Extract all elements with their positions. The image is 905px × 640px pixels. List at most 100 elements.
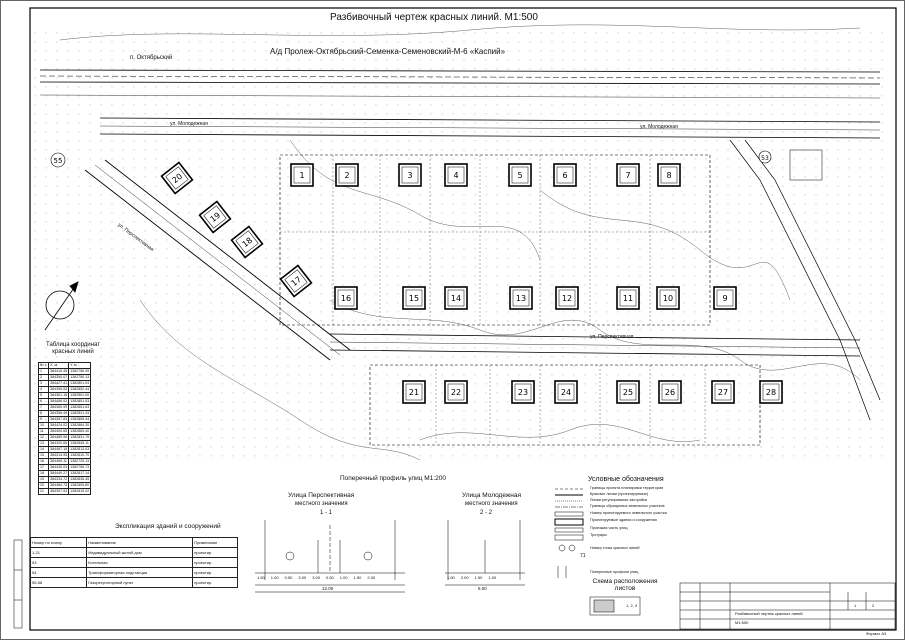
table-header-cell: Наименование xyxy=(86,537,194,548)
lot-number: 3 xyxy=(407,171,412,180)
perspektivnaya-diagonal xyxy=(84,159,351,361)
table-cell: 384487.15 xyxy=(48,446,70,453)
lot-19: 19 xyxy=(198,200,232,234)
lot-12: 12 xyxy=(555,286,579,310)
road-label: А/д Пролеж-Октябрьский-Семенка-Семеновск… xyxy=(270,47,506,56)
profile-right-section: 2 - 2 xyxy=(480,510,493,516)
explication-title: Экспликация зданий и сооружений xyxy=(115,523,221,530)
lot-9: 9 xyxy=(713,286,737,310)
layout-scheme-title: Схема расположения листов xyxy=(592,578,658,592)
lot-2: 2 xyxy=(335,163,359,187)
profile-left-name: Улица Перспективная xyxy=(288,492,355,499)
molodezhnaya-street xyxy=(99,117,881,139)
table-cell: 384307.93 xyxy=(48,488,70,495)
table-cell: 1382813.03 xyxy=(68,446,92,453)
table-cell: 1382835.45 xyxy=(68,476,92,483)
svg-text:53: 53 xyxy=(761,155,769,162)
table-cell: 384424.02 xyxy=(48,422,70,429)
table-cell: 55-58 xyxy=(29,577,88,588)
lot-number: 27 xyxy=(718,388,728,397)
table-cell: 1382831.79 xyxy=(68,434,92,441)
lot-18: 18 xyxy=(230,225,264,259)
table-cell: 1382865.40 xyxy=(68,428,92,435)
table-cell: проектир. xyxy=(192,557,238,568)
lot-27: 27 xyxy=(711,380,735,404)
right-road xyxy=(729,139,881,421)
lot-10: 10 xyxy=(656,286,680,310)
table-cell: 384350.53 xyxy=(48,386,70,393)
lot-number: 6 xyxy=(562,171,567,180)
lot-number: 1 xyxy=(299,171,304,180)
dimension-label: 1.00 xyxy=(270,575,279,580)
lot-7: 7 xyxy=(616,163,640,187)
legend-item: Номер точки красных линий xyxy=(590,546,640,550)
table-cell: 1382851.53 xyxy=(68,398,92,405)
dimension-label: 1.50 xyxy=(353,575,362,580)
legend-title: Условные обозначения xyxy=(588,476,664,483)
lot-number: 11 xyxy=(623,294,633,303)
blocks xyxy=(279,154,761,446)
table-cell: 1382831.43 xyxy=(68,410,92,417)
table-cell: 384361.16 xyxy=(48,392,70,399)
legend-item: Поперечные профили улиц xyxy=(590,570,639,574)
stamp-format: Формат А3 xyxy=(866,631,887,636)
legend-item: Границы проекта планировки территории xyxy=(590,486,664,490)
coords-table-title: Таблица координат красных линий xyxy=(46,342,100,355)
table-cell: 1382756.39 xyxy=(68,368,92,375)
street-label-perspektivnaya-mid: ул. Перспективная xyxy=(590,334,634,340)
table-cell: 1382801.00 xyxy=(68,392,92,399)
table-cell: Трансформаторная подстанция xyxy=(86,567,194,578)
lot-number: 22 xyxy=(451,388,461,397)
table-cell: 384360.99 xyxy=(48,404,70,411)
lot-21: 21 xyxy=(402,380,426,404)
lot-number: 23 xyxy=(518,388,528,397)
svg-text:55: 55 xyxy=(54,157,63,165)
table-cell: 384456.02 xyxy=(48,398,70,405)
lot-14: 14 xyxy=(444,286,468,310)
lot-number: 10 xyxy=(663,294,673,303)
table-cell: 1382756.73 xyxy=(68,464,92,471)
legend-item: Границы образуемых земельных участков xyxy=(590,504,665,508)
lot-number: 25 xyxy=(623,388,633,397)
table-cell: 384356.49 xyxy=(48,410,70,417)
table-cell: 1382750.13 xyxy=(68,374,92,381)
lot-22: 22 xyxy=(444,380,468,404)
dimension-label: 1.50 xyxy=(447,575,455,580)
street-label-molodezhnaya-right: ул. Молодежная xyxy=(640,124,678,130)
lot-25: 25 xyxy=(616,380,640,404)
table-cell: 1382852.44 xyxy=(68,386,92,393)
main-road xyxy=(39,69,881,99)
drawing-title: Разбивочный чертеж красных линий. М1:500 xyxy=(330,12,538,23)
table-cell: 384357.83 xyxy=(48,416,70,423)
table-cell: 1382845.11 xyxy=(68,440,92,447)
lot-1: 1 xyxy=(290,163,314,187)
lot-16: 16 xyxy=(334,286,358,310)
table-cell: 384427.41 xyxy=(48,380,70,387)
lot-number: 4 xyxy=(453,171,458,180)
table-cell: 384314.95 xyxy=(48,452,70,459)
profile-right-total: 6.00 xyxy=(478,586,487,591)
layout-scheme xyxy=(589,596,641,616)
layout-scheme-sheet: 1, 2, 3 xyxy=(626,603,638,608)
table-header-cell: Примечание xyxy=(192,537,238,548)
table-cell: Котельная xyxy=(86,557,194,568)
table-cell: 1382801.04 xyxy=(68,380,92,387)
legend-item: Линии регулирования застройки xyxy=(590,498,648,502)
table-cell: 1382851.63 xyxy=(68,404,92,411)
table-cell: 1382725.13 xyxy=(68,458,92,465)
profile-left-section: 1 - 1 xyxy=(320,510,333,516)
lot-24: 24 xyxy=(554,380,578,404)
dimension-label: 1.50 xyxy=(257,575,265,580)
profile-right xyxy=(445,520,525,586)
lot-28: 28 xyxy=(759,380,783,404)
table-cell: 384385.96 xyxy=(48,434,70,441)
table-cell: 1382855.44 xyxy=(68,416,92,423)
table-cell: 384469.11 xyxy=(48,458,70,465)
lot-15: 15 xyxy=(402,286,426,310)
